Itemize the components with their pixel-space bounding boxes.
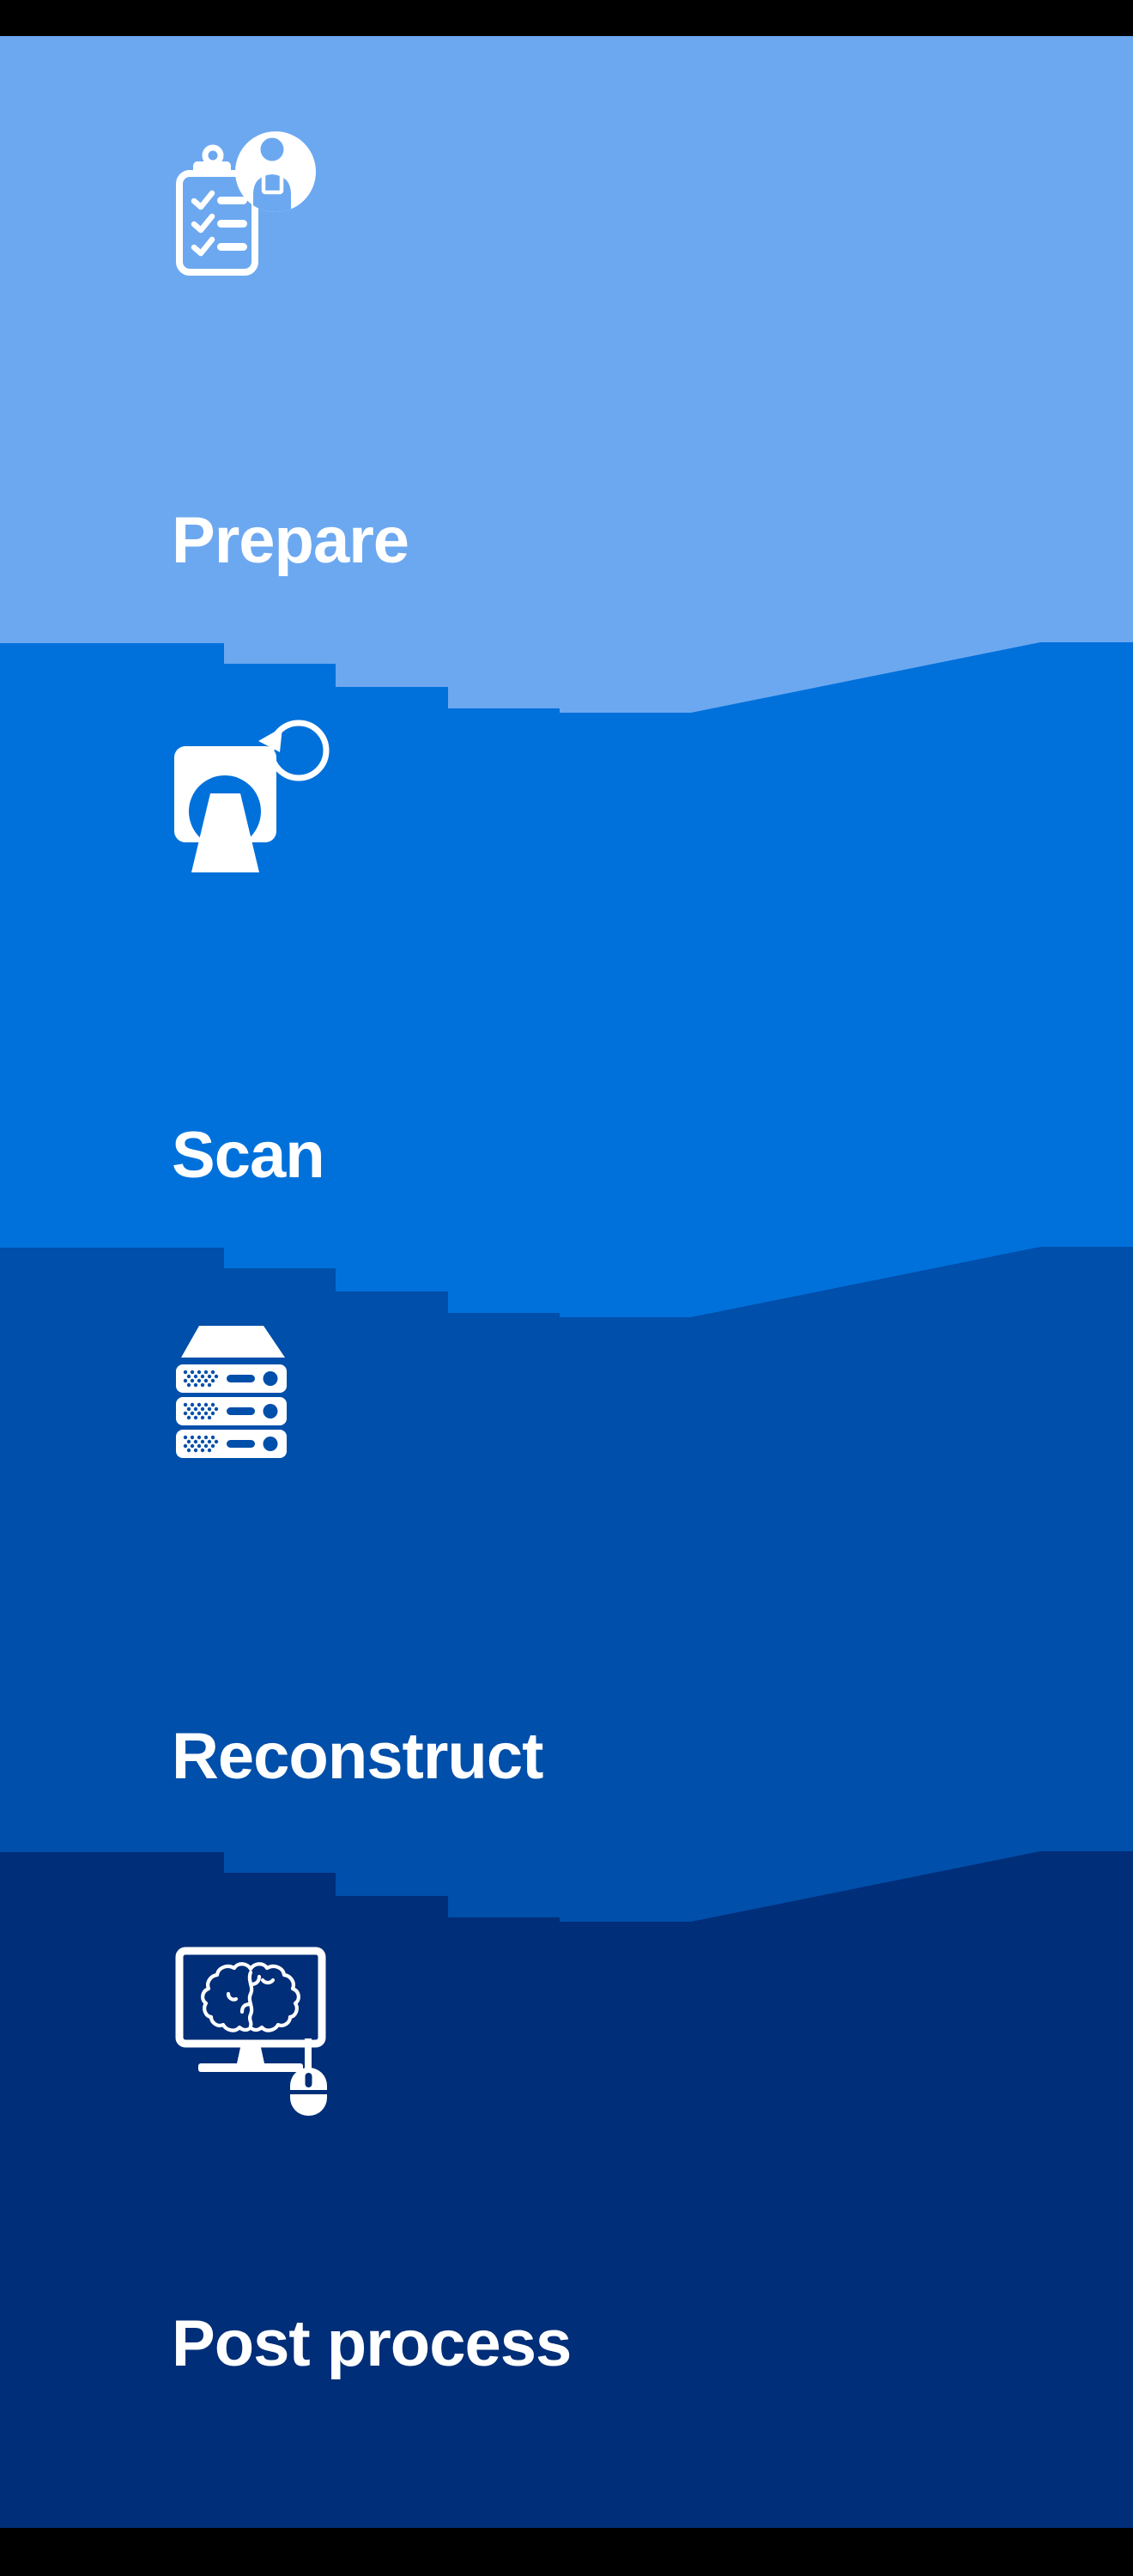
rotation-arrowhead	[258, 727, 282, 752]
server-stack-icon	[176, 1326, 287, 1458]
monitor-brain-mouse-icon	[175, 1947, 327, 2116]
mouse-wheel	[305, 2073, 312, 2087]
monitor-stand	[237, 2044, 264, 2063]
step-label-prepare: Prepare	[172, 504, 409, 577]
patient-table	[191, 793, 259, 872]
clipboard-checklist-user-icon	[176, 131, 316, 276]
ct-scanner-rotate-icon	[174, 720, 330, 872]
top-letterbox-bar	[0, 0, 1133, 36]
brain-glyph	[201, 1962, 300, 2032]
monitor-base	[198, 2063, 303, 2072]
mouse-divider	[290, 2090, 327, 2094]
mouse-cable	[305, 2038, 312, 2071]
step-label-reconstruct: Reconstruct	[172, 1720, 543, 1793]
step-label-postprocess: Post process	[172, 2307, 572, 2380]
bottom-letterbox-bar	[0, 2528, 1133, 2576]
server-lid	[181, 1326, 285, 1358]
step-label-scan: Scan	[172, 1119, 325, 1192]
band-postprocess	[0, 1851, 1133, 2576]
rotation-ring	[268, 720, 330, 781]
